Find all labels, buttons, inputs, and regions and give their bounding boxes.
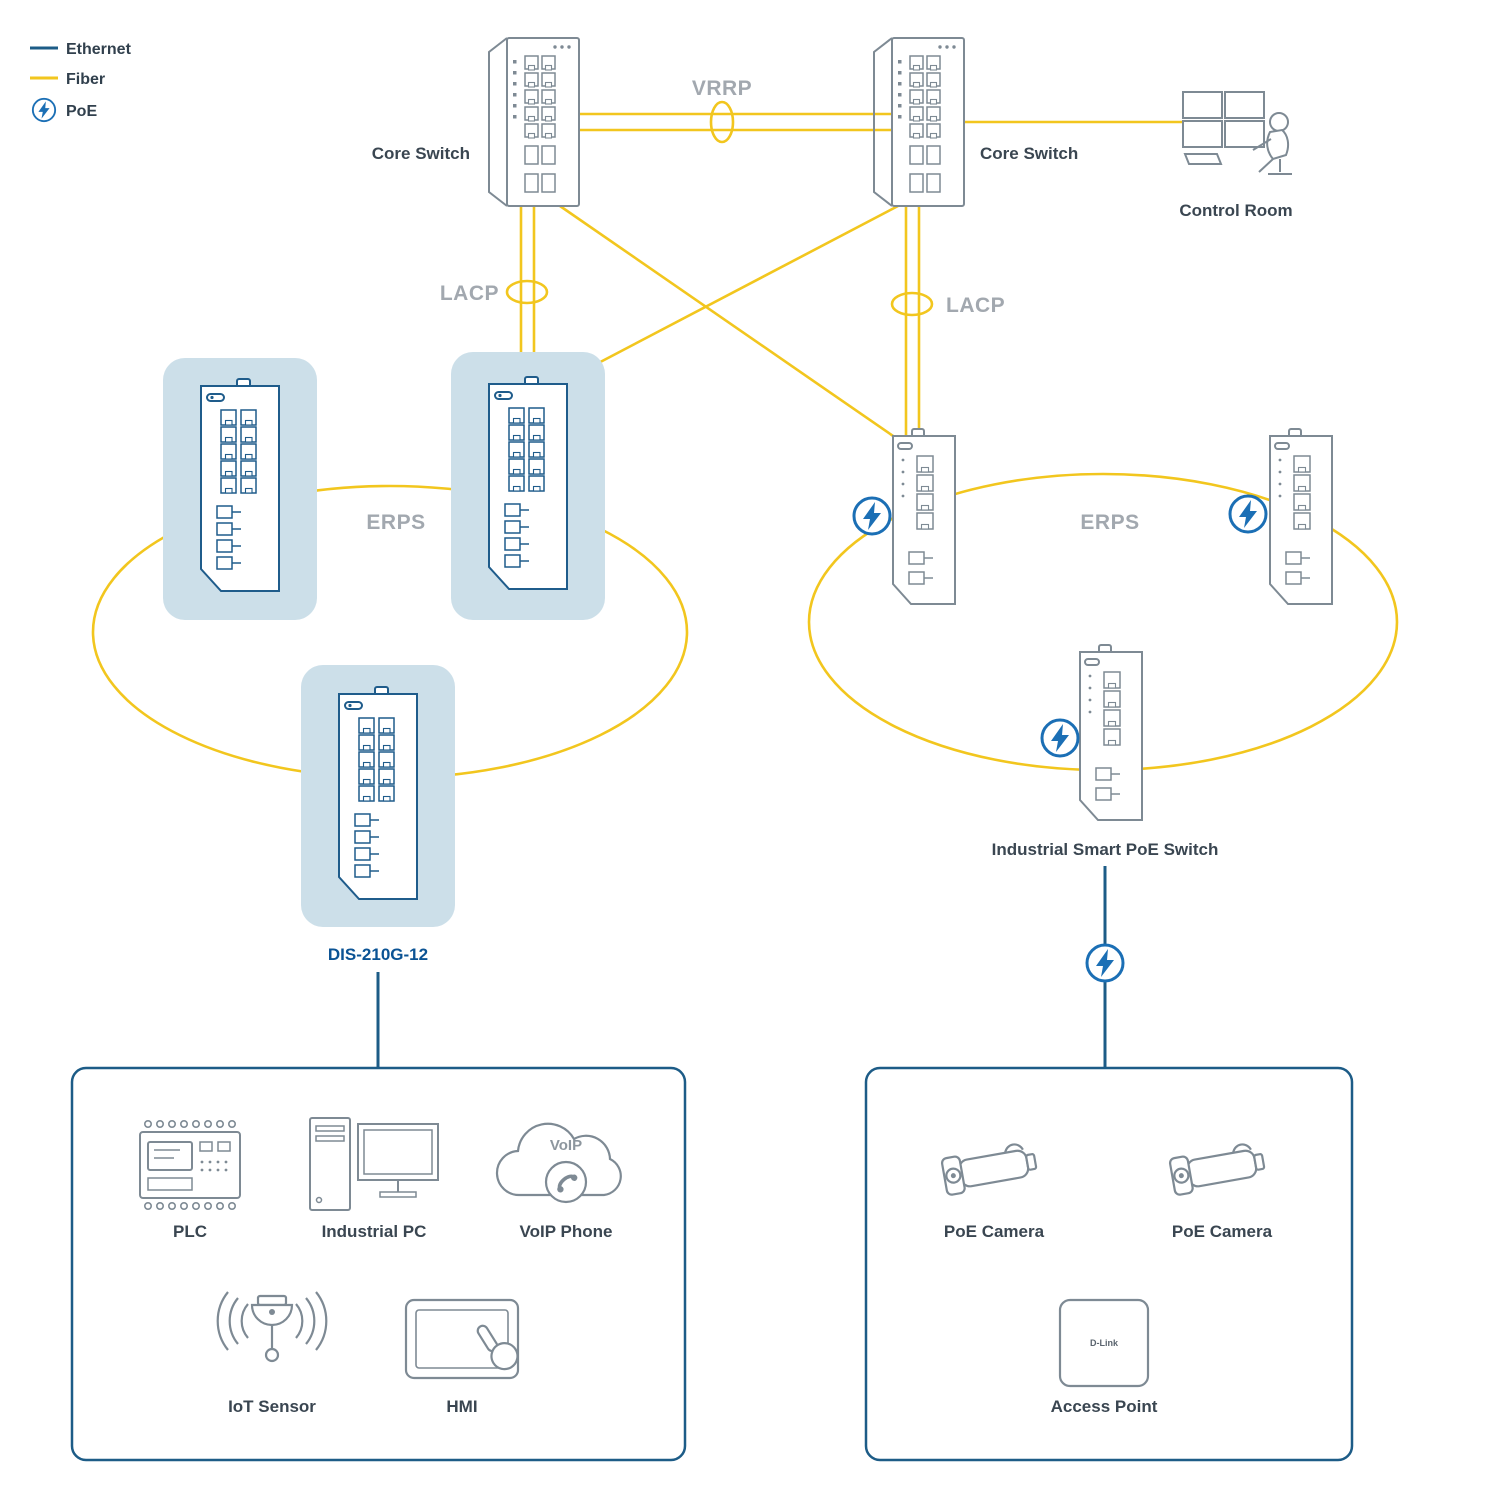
core-switch-left-label: Core Switch — [372, 144, 470, 163]
poe-camera-1-label: PoE Camera — [944, 1222, 1045, 1241]
cloud-icon — [495, 1122, 622, 1197]
industrial-poe-switch-label: Industrial Smart PoE Switch — [992, 840, 1219, 859]
control-room-label: Control Room — [1179, 201, 1292, 220]
iot-sensor-label: IoT Sensor — [228, 1397, 316, 1416]
lacp-left-oval — [505, 279, 549, 305]
industrial-poe-switch-icon — [892, 428, 956, 605]
vrrp-oval — [709, 100, 735, 144]
lacp-right-oval — [890, 291, 934, 317]
operator-arm-icon — [1252, 138, 1272, 151]
legend-ethernet-label: Ethernet — [66, 41, 132, 58]
poe-bolt-icon — [1228, 494, 1268, 534]
industrial-pc-icon — [309, 1117, 439, 1211]
industrial-poe-switch-icon — [1269, 428, 1333, 605]
poe-camera-2-label: PoE Camera — [1172, 1222, 1273, 1241]
monitor-icon — [1224, 91, 1265, 119]
operator-head-icon — [1269, 112, 1289, 132]
poe-bolt-icon — [1040, 718, 1080, 758]
cross-link-right-to-left — [565, 204, 899, 382]
plc-label: PLC — [173, 1222, 207, 1241]
erps-left-label: ERPS — [366, 511, 425, 534]
dis-switch-icon — [488, 376, 568, 590]
ethernet-links — [376, 866, 1107, 1068]
core-switch-right-label: Core Switch — [980, 144, 1078, 163]
hmi-label: HMI — [446, 1397, 477, 1416]
voip-phone-label: VoIP Phone — [520, 1222, 613, 1241]
monitor-icon — [1182, 91, 1223, 119]
poe-bolt-icon — [1085, 943, 1125, 983]
industrial-poe-switch-icon — [1079, 644, 1143, 821]
monitor-icon — [1224, 120, 1265, 148]
cross-link-left-to-right — [559, 204, 897, 440]
access-point-brand-text: D-Link — [1090, 1338, 1119, 1348]
operator-leg-icon — [1258, 158, 1274, 173]
vrrp-label: VRRP — [692, 77, 752, 100]
access-point-icon — [1058, 1298, 1150, 1388]
handset-icon — [557, 1174, 578, 1193]
dis-switch-model-label: DIS-210G-12 — [328, 945, 428, 964]
aggregation-ovals — [505, 100, 934, 317]
core-switch-left-icon — [488, 37, 580, 207]
control-room-icon — [1182, 91, 1292, 175]
voip-phone-icon — [495, 1122, 622, 1204]
legend: Ethernet Fiber PoE — [30, 41, 132, 123]
lacp-right-label: LACP — [946, 294, 1005, 317]
dis-switch-icon — [338, 686, 418, 900]
keyboard-icon — [1183, 153, 1223, 165]
industrial-pc-label: Industrial PC — [322, 1222, 427, 1241]
dis-switch-icon — [200, 378, 280, 592]
hmi-icon — [404, 1298, 520, 1380]
poe-bolt-icon — [852, 496, 892, 536]
iot-sensor-icon — [216, 1291, 328, 1363]
plc-icon — [139, 1119, 241, 1211]
operator-body-icon — [1266, 128, 1290, 161]
access-point-label: Access Point — [1051, 1397, 1158, 1416]
touch-hand-icon — [476, 1324, 519, 1371]
lacp-left-label: LACP — [440, 282, 499, 305]
core-switch-right-icon — [873, 37, 965, 207]
legend-fiber-label: Fiber — [66, 71, 105, 88]
legend-poe-label: PoE — [66, 103, 97, 120]
voip-cloud-text: VoIP — [550, 1137, 582, 1154]
erps-right-label: ERPS — [1080, 511, 1139, 534]
legend-poe-bolt-icon — [31, 97, 57, 123]
monitor-icon — [1182, 120, 1223, 148]
handset-circle-icon — [544, 1160, 588, 1204]
